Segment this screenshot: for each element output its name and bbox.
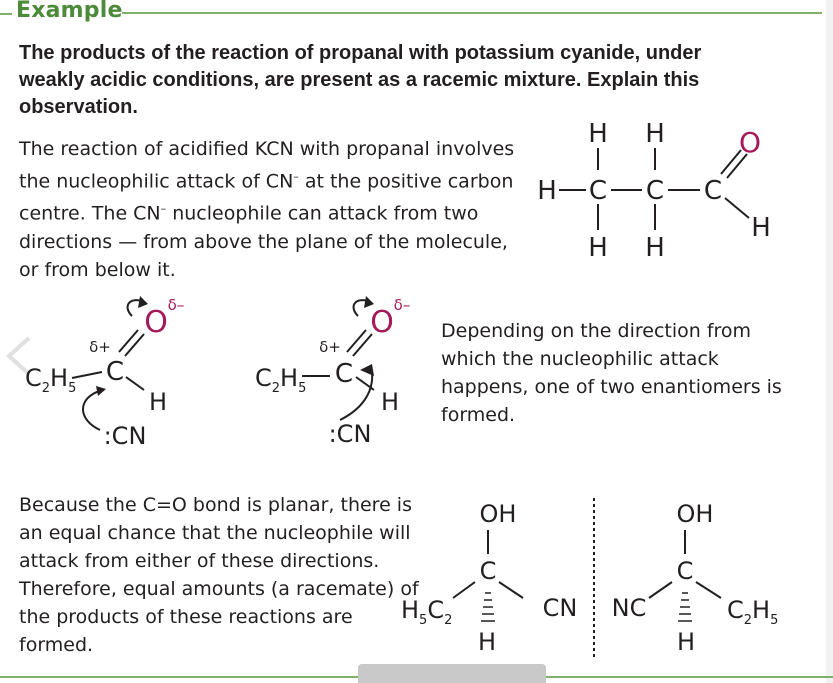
enantiomer-paragraph: Depending on the direction from which th… (441, 320, 782, 426)
ethyl-group: C2H5 (25, 364, 76, 396)
nitrile-right-of-left: CN (543, 594, 578, 622)
question-text: The products of the reaction of propanal… (19, 42, 702, 118)
atom-c: C (106, 357, 124, 387)
example-title: Example (16, 0, 123, 23)
chiral-carbon-left: C (480, 557, 497, 585)
chiral-carbon-right: C (677, 557, 694, 585)
delta-minus-label: δ– (168, 296, 185, 314)
atom-h-bottom-1: H (588, 233, 608, 263)
title-rule-left (0, 13, 12, 15)
bottom-rule-right (546, 676, 833, 678)
atom-h-top-2: H (645, 119, 665, 149)
atom-c-1: C (589, 176, 607, 206)
atom-h-left: H (537, 176, 557, 206)
attack-from-below-diagram: O δ– δ+ C C2H5 H :CN (255, 296, 411, 448)
title-rule-right (122, 12, 822, 14)
atom-h-aldehyde: H (751, 213, 771, 243)
hydroxyl-right: OH (677, 500, 714, 528)
hydrogen-right: H (677, 628, 695, 656)
ethyl-group-right: C2H5 (727, 596, 778, 628)
racemate-paragraph: Because the C=O bond is planar, there is… (19, 494, 419, 656)
hydrogen-left: H (478, 628, 496, 656)
hydroxyl-left: OH (480, 500, 517, 528)
cyanide-nucleophile: :CN (104, 422, 147, 450)
enantiomer-products: OH C H CN OH C H NC H5C2 C2H5 (401, 498, 778, 658)
atom-c-3: C (704, 176, 722, 206)
atom-o: O (144, 305, 168, 340)
atom-o: O (370, 305, 394, 340)
explanation-paragraph-1: The reaction of acidified KCN with propa… (19, 138, 515, 281)
horizontal-scrollbar[interactable] (358, 664, 546, 683)
cyanide-nucleophile: :CN (329, 420, 372, 448)
page-edge (826, 0, 833, 683)
propanal-structure: H H H C C C H H H O (537, 119, 771, 263)
atom-h-top-1: H (588, 119, 608, 149)
atom-h: H (149, 388, 167, 416)
delta-plus-label: δ+ (89, 338, 111, 356)
ethyl-group: C2H5 (255, 364, 306, 396)
atom-c: C (335, 359, 353, 389)
delta-minus-label: δ– (394, 296, 411, 314)
chevron-left-icon (6, 336, 31, 376)
atom-h-bottom-2: H (645, 233, 665, 263)
atom-c-2: C (646, 176, 664, 206)
ethyl-group-left: H5C2 (401, 596, 452, 628)
delta-plus-label: δ+ (319, 338, 341, 356)
nitrile-left-of-right: NC (612, 594, 647, 622)
atom-o-aldehyde: O (739, 126, 761, 159)
attack-from-above-diagram: O δ– δ+ C C2H5 H :CN (25, 296, 185, 450)
bottom-rule-left (0, 676, 360, 678)
atom-h: H (381, 388, 399, 416)
